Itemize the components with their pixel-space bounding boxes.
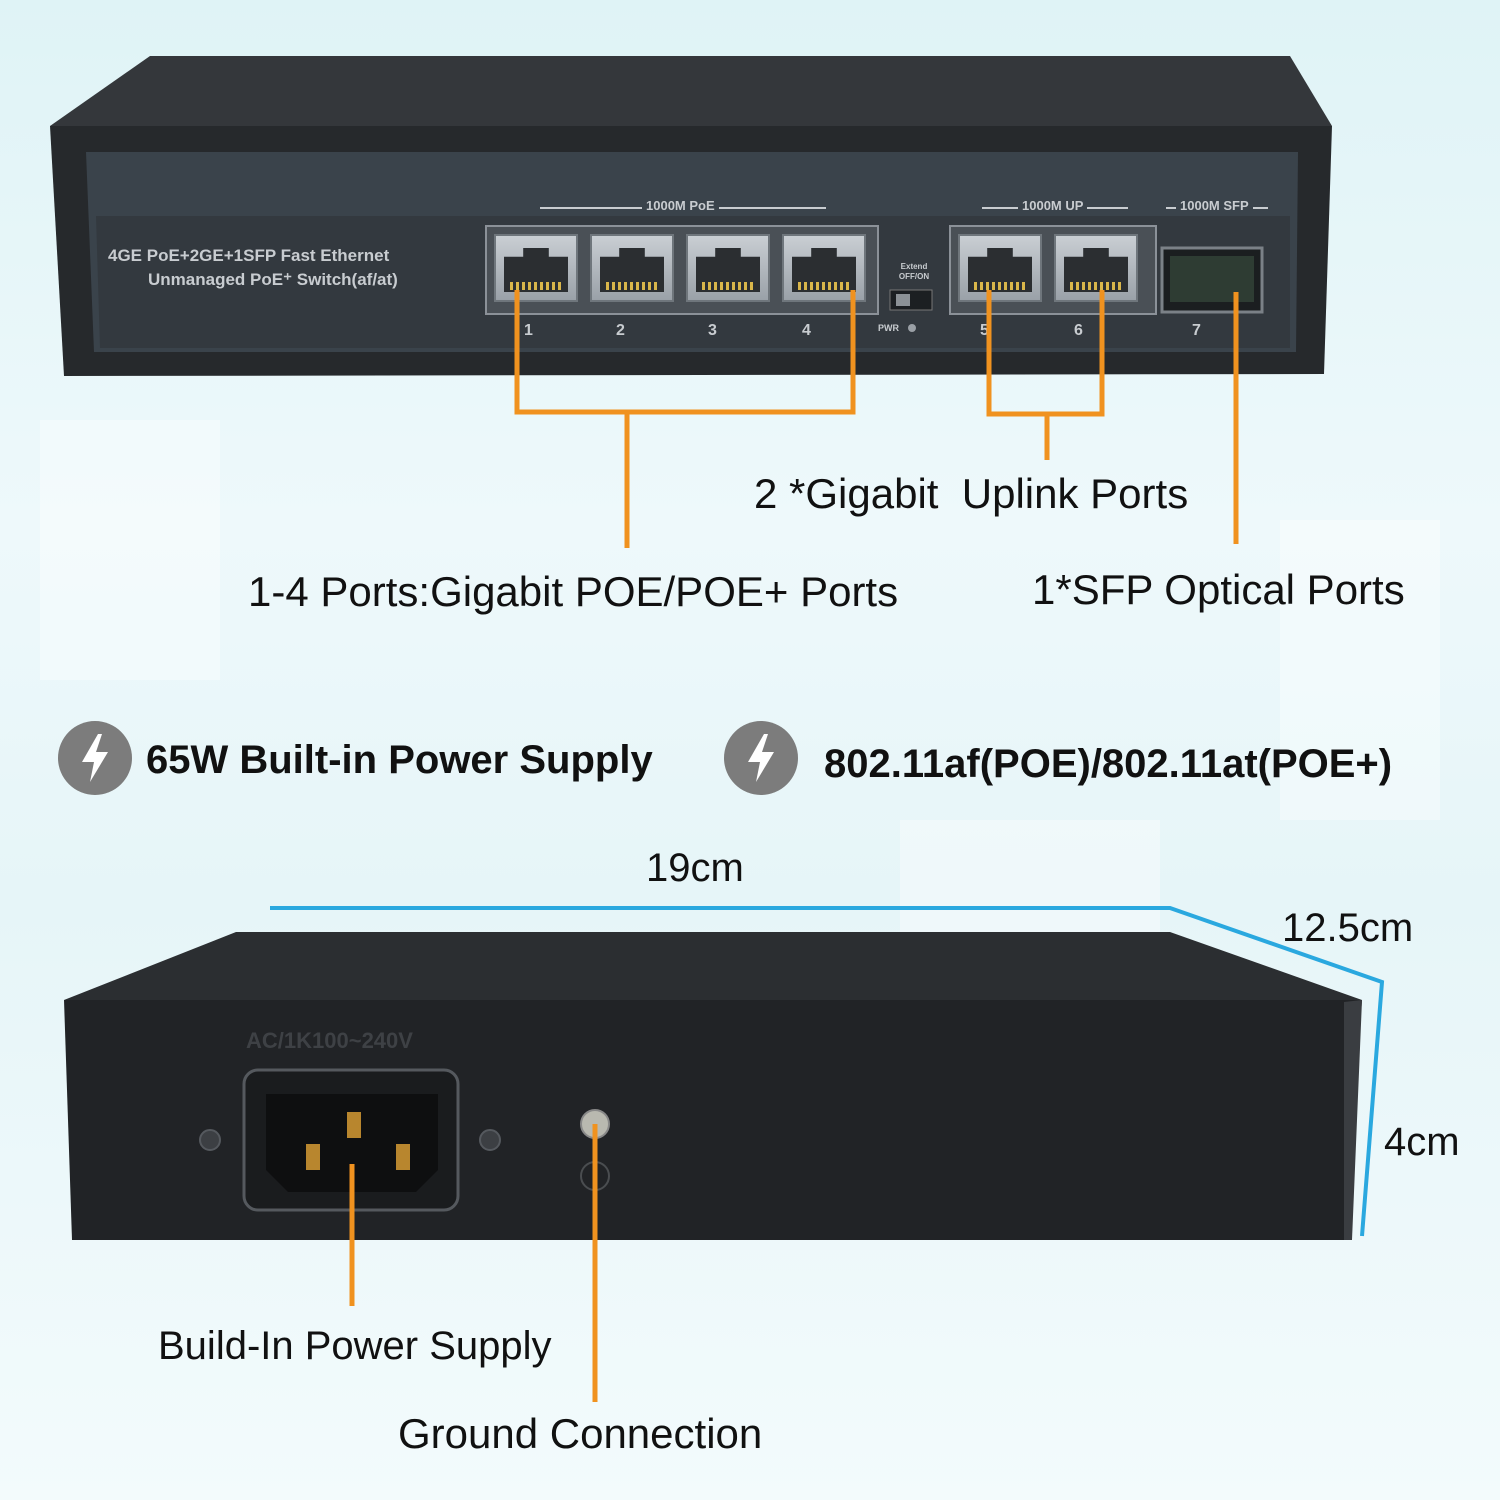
group-label-poe: 1000M PoE (642, 198, 719, 213)
feature-poe-standard: 802.11af(POE)/802.11at(POE+) (824, 742, 1393, 786)
lightning-icon (58, 721, 132, 795)
rj45-port-5 (958, 234, 1042, 302)
power-rating-label: AC/1K100~240V (246, 1028, 413, 1053)
dimension-height: 4cm (1384, 1120, 1460, 1164)
port-number: 1 (524, 322, 533, 339)
rj45-port-1 (494, 234, 578, 302)
screw (199, 1129, 221, 1151)
lightning-icon (724, 721, 798, 795)
socket-pin (396, 1144, 410, 1170)
socket-pin (306, 1144, 320, 1170)
callout-lines-front (514, 290, 1239, 548)
group-label-sfp: 1000M SFP (1176, 198, 1253, 213)
port-number: 5 (980, 322, 989, 339)
poe-ports-callout: 1-4 Ports:Gigabit POE/POE+ Ports (248, 568, 899, 615)
pwr-label: PWR (878, 323, 899, 333)
socket-pin (347, 1112, 361, 1138)
rj45-port-6 (1054, 234, 1138, 302)
callout-bracket-poe (514, 290, 856, 415)
model-label-line2: Unmanaged PoE⁺ Switch(af/at) (148, 270, 398, 289)
ground-connection-callout: Ground Connection (398, 1410, 763, 1457)
model-label-line1: 4GE PoE+2GE+1SFP Fast Ethernet (108, 246, 390, 265)
dimension-line (270, 906, 1385, 1237)
group-label-uplink: 1000M UP (1018, 198, 1088, 213)
feature-power-supply: 65W Built-in Power Supply (146, 738, 653, 782)
port-number: 4 (802, 322, 811, 339)
switch-rear-image (64, 932, 1362, 1240)
extend-label: Extend OFF/ON (898, 262, 930, 281)
screw (479, 1129, 501, 1151)
rear-top-surface (64, 932, 1362, 1000)
port-number: 2 (616, 322, 625, 339)
rj45-port-3 (686, 234, 770, 302)
port-number: 7 (1192, 322, 1201, 339)
uplink-ports-callout: 2 *Gigabit Uplink Ports (754, 470, 1189, 517)
dimension-depth: 12.5cm (1282, 906, 1414, 950)
background-block (1280, 520, 1440, 820)
dimension-width: 19cm (646, 846, 744, 890)
port-number: 6 (1074, 322, 1083, 339)
pwr-led (908, 324, 916, 332)
sfp-ports-callout: 1*SFP Optical Ports (1032, 566, 1405, 613)
sfp-cage-inner (1170, 256, 1254, 302)
extend-switch-knob (896, 294, 910, 306)
background-block (40, 420, 220, 680)
rear-side (1344, 1000, 1362, 1240)
switch-top-surface (50, 56, 1332, 126)
background-block (900, 820, 1160, 940)
power-supply-callout: Build-In Power Supply (158, 1324, 552, 1368)
rj45-port-2 (590, 234, 674, 302)
port-number: 3 (708, 322, 717, 339)
